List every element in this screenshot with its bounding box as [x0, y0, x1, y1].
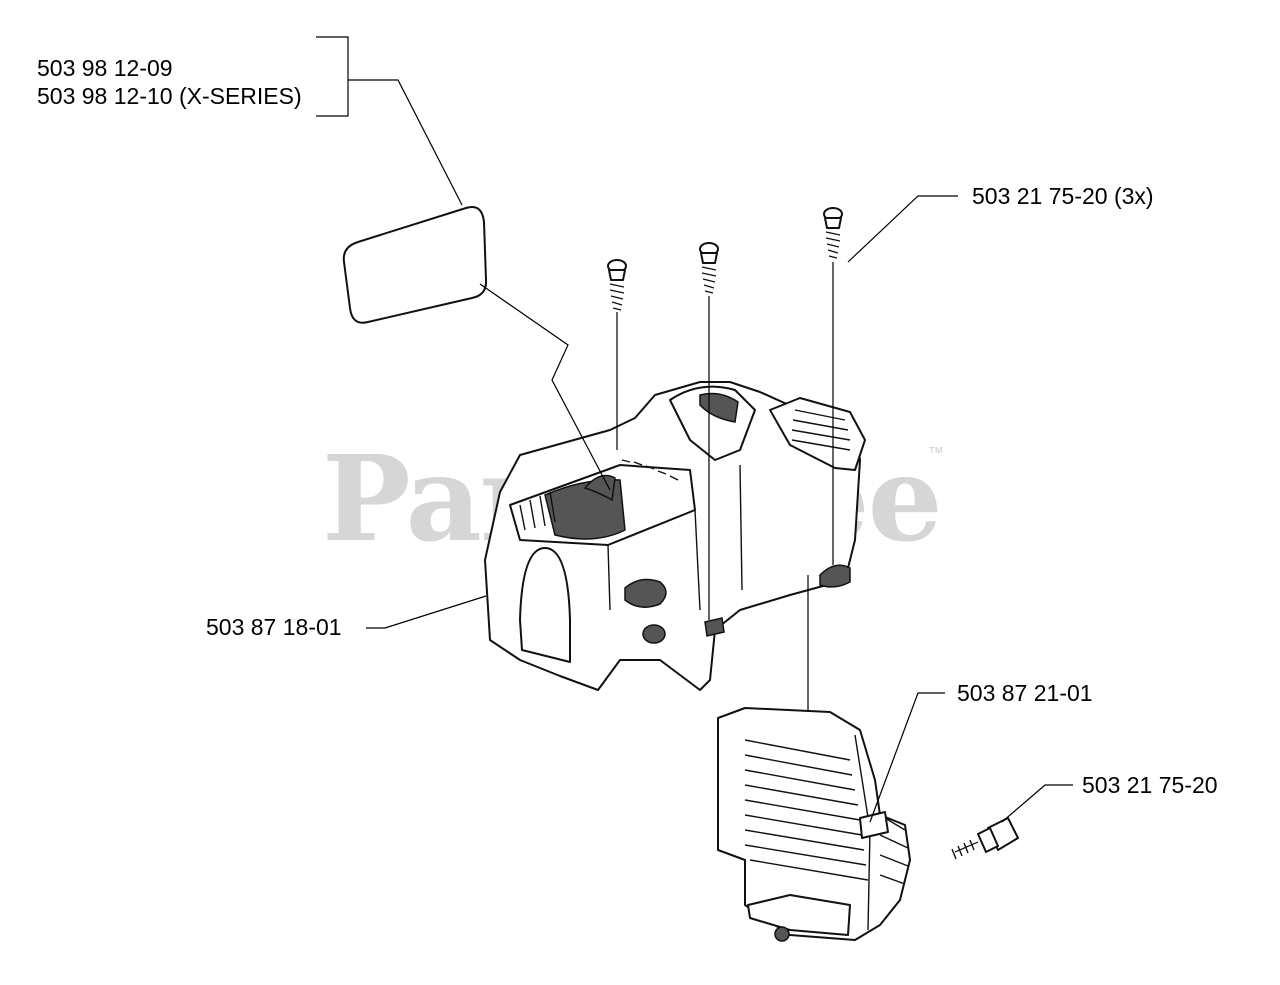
cover-leader [366, 595, 487, 629]
label-decal-b: 503 98 12-10 (X-SERIES) [37, 83, 302, 109]
label-screw-3x: 503 21 75-20 (3x) [972, 183, 1154, 209]
label-guard: 503 87 21-01 [957, 680, 1093, 706]
screw-3x-leader [847, 195, 958, 263]
watermark-trademark: ™ [928, 445, 944, 462]
screw-top-middle[interactable] [699, 242, 719, 620]
label-screw-single: 503 21 75-20 [1082, 772, 1218, 798]
screw-top-left[interactable] [607, 259, 627, 450]
decal-part[interactable] [342, 206, 488, 324]
cylinder-guard-part[interactable] [717, 575, 911, 942]
guard-leader [869, 692, 945, 823]
screw-side-leader [1001, 784, 1073, 823]
screw-top-right[interactable] [823, 207, 843, 565]
top-cover-part[interactable] [484, 381, 866, 691]
screw-side[interactable] [951, 817, 1019, 860]
decal-leader [316, 36, 463, 206]
label-decal-a: 503 98 12-09 [37, 55, 173, 81]
decal-to-cover-line [479, 283, 611, 491]
label-cover: 503 87 18-01 [206, 614, 342, 640]
